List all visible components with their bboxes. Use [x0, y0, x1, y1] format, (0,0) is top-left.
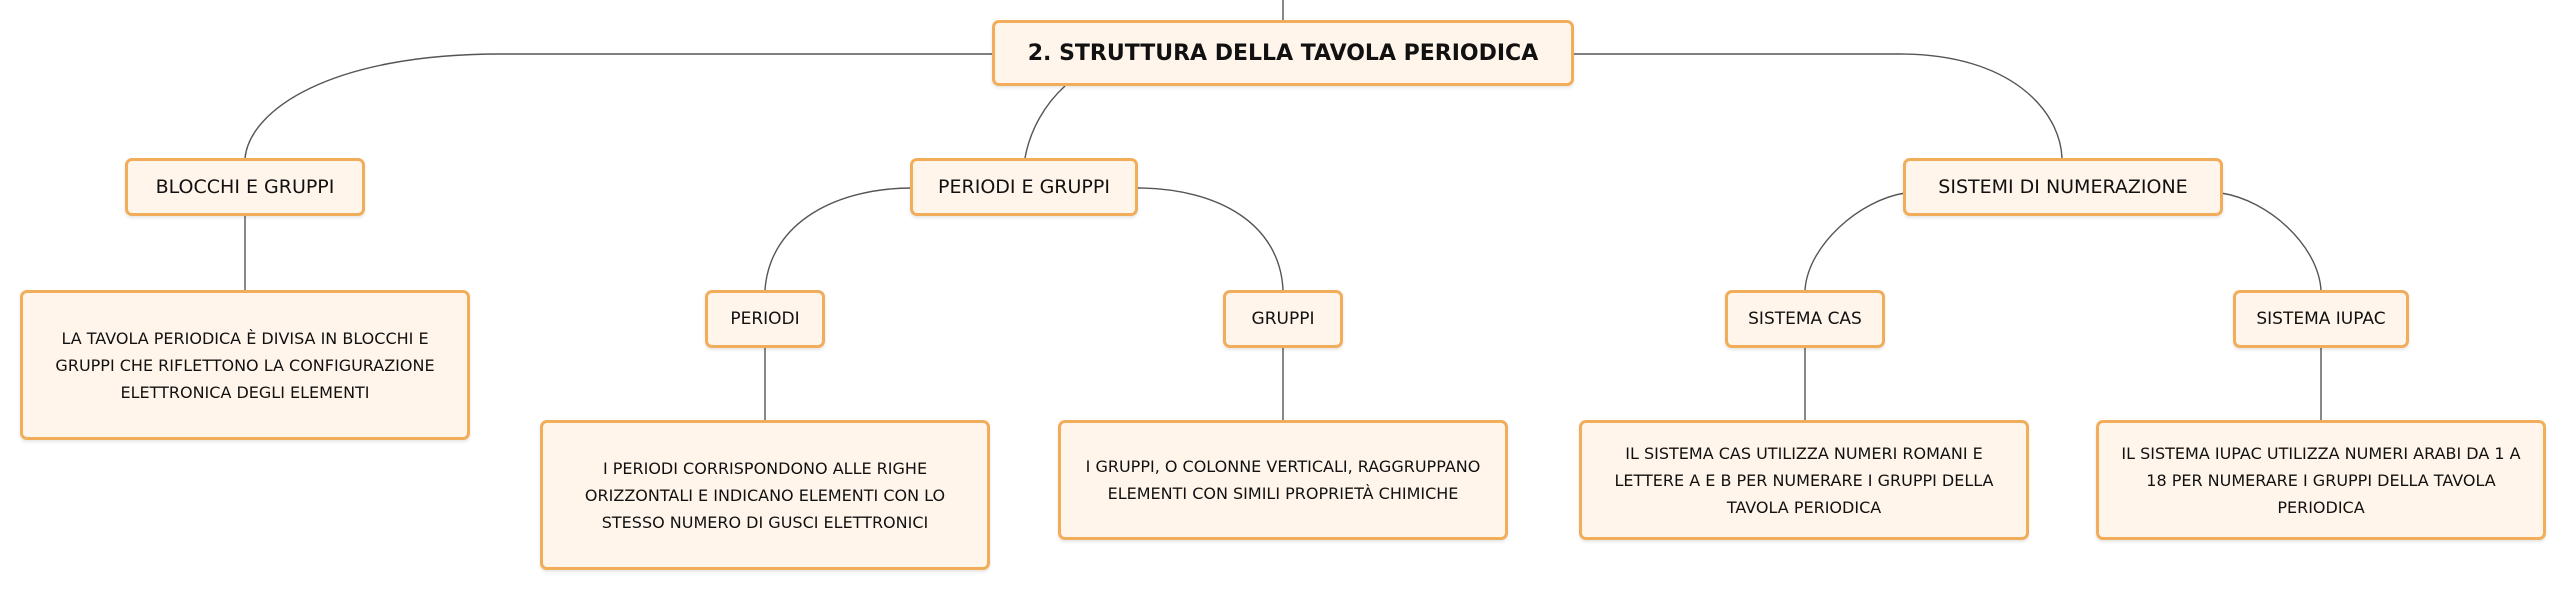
node-sistemi-numerazione-label: SISTEMI DI NUMERAZIONE [1938, 176, 2188, 198]
connector-root-sistemi [1574, 53, 2063, 159]
connector-pg-periodi [764, 187, 913, 291]
node-sistemi-numerazione[interactable]: SISTEMI DI NUMERAZIONE [1903, 158, 2223, 216]
node-blocchi-gruppi-label: BLOCCHI E GRUPPI [155, 176, 335, 198]
node-sistema-iupac-label: SISTEMA IUPAC [2256, 309, 2386, 329]
node-sistema-cas[interactable]: SISTEMA CAS [1725, 290, 1885, 348]
connector-root-periodi-gruppi [1024, 85, 1066, 159]
node-gruppi-description[interactable]: I GRUPPI, O COLONNE VERTICALI, RAGGRUPPA… [1058, 420, 1508, 540]
node-sistema-cas-label: SISTEMA CAS [1748, 309, 1862, 329]
node-sistema-iupac-description-text: IL SISTEMA IUPAC UTILIZZA NUMERI ARABI D… [2121, 443, 2521, 517]
node-periodi-description[interactable]: I PERIODI CORRISPONDONO ALLE RIGHE ORIZZ… [540, 420, 990, 570]
node-periodi-description-text: I PERIODI CORRISPONDONO ALLE RIGHE ORIZZ… [584, 458, 946, 532]
root-node-label: 2. STRUTTURA DELLA TAVOLA PERIODICA [1027, 40, 1539, 66]
node-sistema-iupac-description[interactable]: IL SISTEMA IUPAC UTILIZZA NUMERI ARABI D… [2096, 420, 2546, 540]
node-periodi[interactable]: PERIODI [705, 290, 825, 348]
node-sistema-iupac[interactable]: SISTEMA IUPAC [2233, 290, 2409, 348]
connector-root-blocchi [244, 53, 992, 159]
node-sistema-cas-description-text: IL SISTEMA CAS UTILIZZA NUMERI ROMANI E … [1614, 443, 1994, 517]
node-sistema-cas-description[interactable]: IL SISTEMA CAS UTILIZZA NUMERI ROMANI E … [1579, 420, 2029, 540]
node-blocchi-gruppi-description-text: LA TAVOLA PERIODICA È DIVISA IN BLOCCHI … [55, 328, 435, 402]
node-periodi-gruppi-label: PERIODI E GRUPPI [938, 176, 1110, 198]
node-periodi-label: PERIODI [730, 309, 800, 329]
node-gruppi-label: GRUPPI [1251, 309, 1315, 329]
connector-sistemi-cas [1804, 192, 1906, 291]
root-node[interactable]: 2. STRUTTURA DELLA TAVOLA PERIODICA [992, 20, 1574, 86]
node-gruppi[interactable]: GRUPPI [1223, 290, 1343, 348]
node-blocchi-gruppi[interactable]: BLOCCHI E GRUPPI [125, 158, 365, 216]
node-blocchi-gruppi-description[interactable]: LA TAVOLA PERIODICA È DIVISA IN BLOCCHI … [20, 290, 470, 440]
connector-sistemi-iupac [2220, 192, 2322, 291]
node-gruppi-description-text: I GRUPPI, O COLONNE VERTICALI, RAGGRUPPA… [1085, 457, 1481, 503]
connector-pg-gruppi [1135, 187, 1284, 291]
node-periodi-gruppi[interactable]: PERIODI E GRUPPI [910, 158, 1138, 216]
